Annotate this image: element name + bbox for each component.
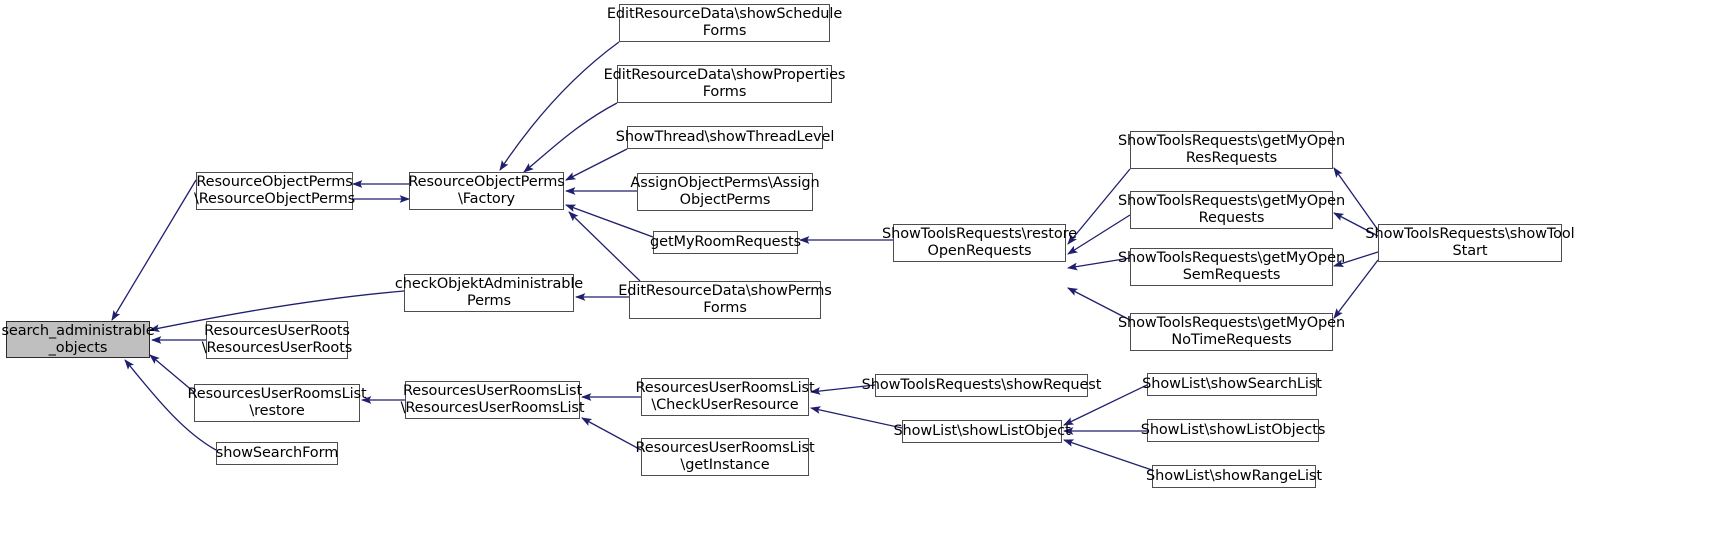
graph-node-label: search_administrable _objects bbox=[1, 322, 155, 356]
graph-node-n2[interactable]: ResourceObjectPerms \Factory bbox=[408, 172, 565, 210]
graph-node-label: checkObjektAdministrable Perms bbox=[394, 276, 584, 309]
graph-node-label: ShowToolsRequests\restore OpenRequests bbox=[882, 226, 1077, 259]
graph-node-n26[interactable]: ShowList\showRangeList bbox=[1146, 465, 1322, 488]
graph-node-label: getMyRoomRequests bbox=[650, 234, 801, 250]
graph-node-n13[interactable]: ResourcesUserRoomsList \ResourcesUserRoo… bbox=[401, 381, 585, 419]
graph-node-label: ShowToolsRequests\getMyOpen ResRequests bbox=[1117, 133, 1346, 166]
graph-node-label: EditResourceData\showSchedule Forms bbox=[606, 6, 843, 39]
graph-node-n22[interactable]: ShowToolsRequests\showRequest bbox=[862, 374, 1101, 397]
graph-node-n19[interactable]: ShowToolsRequests\getMyOpen SemRequests bbox=[1118, 248, 1345, 286]
graph-node-label: ResourcesUserRoots \ResourcesUserRoots bbox=[201, 323, 353, 356]
graph-node-label: ResourcesUserRoomsList \ResourcesUserRoo… bbox=[400, 383, 585, 416]
graph-node-n11[interactable]: ResourcesUserRoomsList \restore bbox=[187, 384, 367, 422]
graph-node-label: ShowToolsRequests\showRequest bbox=[861, 377, 1102, 393]
graph-node-label: ResourcesUserRoomsList \restore bbox=[187, 386, 367, 419]
graph-node-label: ShowList\showListObjects bbox=[1140, 422, 1326, 438]
graph-node-label: ResourceObjectPerms \ResourceObjectPerms bbox=[193, 174, 356, 207]
graph-edge bbox=[1063, 439, 1153, 471]
graph-node-n1[interactable]: ResourceObjectPerms \ResourceObjectPerms bbox=[194, 172, 355, 210]
graph-node-n5[interactable]: ShowThread\showThreadLevel bbox=[616, 126, 834, 149]
graph-node-label: ResourcesUserRoomsList \CheckUserResourc… bbox=[635, 380, 815, 413]
graph-node-n12[interactable]: showSearchForm bbox=[216, 442, 338, 465]
graph-node-label: ShowList\showSearchList bbox=[1142, 376, 1322, 392]
graph-edge bbox=[523, 102, 618, 173]
graph-node-label: EditResourceData\showPerms Forms bbox=[618, 283, 832, 316]
graph-node-label: ResourceObjectPerms \Factory bbox=[408, 174, 565, 207]
graph-node-n20[interactable]: ShowToolsRequests\getMyOpen NoTimeReques… bbox=[1118, 313, 1345, 351]
graph-edge bbox=[111, 179, 197, 321]
graph-node-label: ShowToolsRequests\getMyOpen NoTimeReques… bbox=[1117, 315, 1346, 348]
graph-edge bbox=[568, 211, 641, 282]
graph-node-n6[interactable]: AssignObjectPerms\Assign ObjectPerms bbox=[630, 173, 820, 211]
graph-node-n17[interactable]: ShowToolsRequests\getMyOpen ResRequests bbox=[1118, 131, 1345, 169]
graph-node-n18[interactable]: ShowToolsRequests\getMyOpen Requests bbox=[1118, 191, 1345, 229]
graph-node-label: AssignObjectPerms\Assign ObjectPerms bbox=[630, 175, 820, 208]
graph-node-n21[interactable]: ShowToolsRequests\showTool Start bbox=[1365, 224, 1575, 262]
graph-node-n25[interactable]: ShowList\showListObjects bbox=[1141, 419, 1325, 442]
graph-node-n14[interactable]: ResourcesUserRoomsList \CheckUserResourc… bbox=[635, 378, 815, 416]
graph-node-n7[interactable]: getMyRoomRequests bbox=[650, 231, 801, 254]
graph-edge bbox=[499, 41, 620, 171]
graph-node-n9[interactable]: EditResourceData\showPerms Forms bbox=[618, 281, 832, 319]
graph-node-n4[interactable]: EditResourceData\showProperties Forms bbox=[604, 65, 845, 103]
graph-node-label: showSearchForm bbox=[215, 445, 339, 461]
graph-node-label: EditResourceData\showProperties Forms bbox=[603, 67, 846, 100]
graph-node-label: ShowToolsRequests\showTool Start bbox=[1365, 226, 1575, 259]
graph-node-label: ShowToolsRequests\getMyOpen Requests bbox=[1117, 193, 1346, 226]
graph-node-n15[interactable]: ResourcesUserRoomsList \getInstance bbox=[635, 438, 815, 476]
graph-node-label: ShowList\showListObject bbox=[893, 423, 1071, 439]
graph-node-label: ResourcesUserRoomsList \getInstance bbox=[635, 440, 815, 473]
graph-node-n23[interactable]: ShowList\showListObject bbox=[893, 420, 1071, 443]
graph-node-n10[interactable]: ResourcesUserRoots \ResourcesUserRoots bbox=[202, 321, 352, 359]
graph-node-label: ShowToolsRequests\getMyOpen SemRequests bbox=[1117, 250, 1346, 283]
graph-edge bbox=[565, 148, 628, 181]
graph-node-n0[interactable]: search_administrable _objects bbox=[1, 321, 155, 358]
graph-node-label: ShowThread\showThreadLevel bbox=[615, 129, 835, 145]
graph-node-n24[interactable]: ShowList\showSearchList bbox=[1142, 373, 1322, 396]
graph-node-label: ShowList\showRangeList bbox=[1146, 468, 1322, 484]
graph-node-n3[interactable]: EditResourceData\showSchedule Forms bbox=[607, 4, 842, 42]
graph-node-n16[interactable]: ShowToolsRequests\restore OpenRequests bbox=[882, 224, 1077, 262]
graph-node-n8[interactable]: checkObjektAdministrable Perms bbox=[395, 274, 583, 312]
